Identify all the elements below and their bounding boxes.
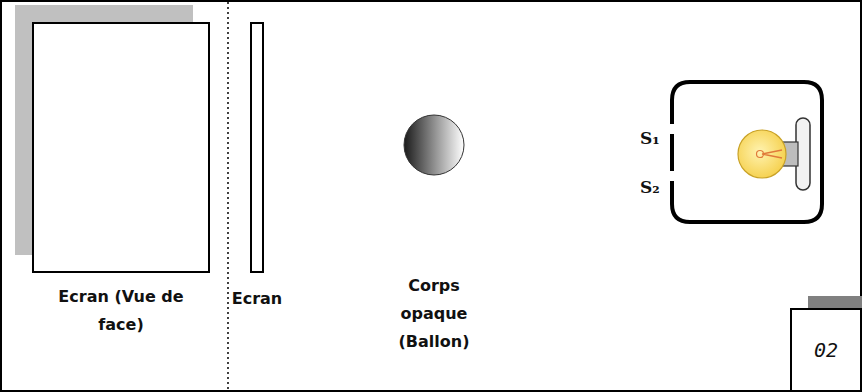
part-label: Ecran [212,285,302,313]
divider-line [227,2,229,390]
page-number-box: 02 [790,308,862,392]
filament [762,150,782,158]
part-label: Corps opaque (Ballon) [379,272,489,356]
page-number: 02 [792,338,860,362]
opaque-ball: Corps opaque (Ballon) [403,114,465,176]
slit-label: S₁ [640,128,660,148]
screen-front: Ecran (Vue de face) [32,22,210,273]
light-bulb [738,130,786,178]
screen-side: Ecran [250,22,264,273]
lamp-housing [672,82,822,222]
slit-label: S₂ [640,177,660,197]
filament [757,151,764,158]
part-label: Ecran (Vue de face) [36,283,206,339]
ball-shape [403,114,465,176]
ball-circle [404,115,464,175]
